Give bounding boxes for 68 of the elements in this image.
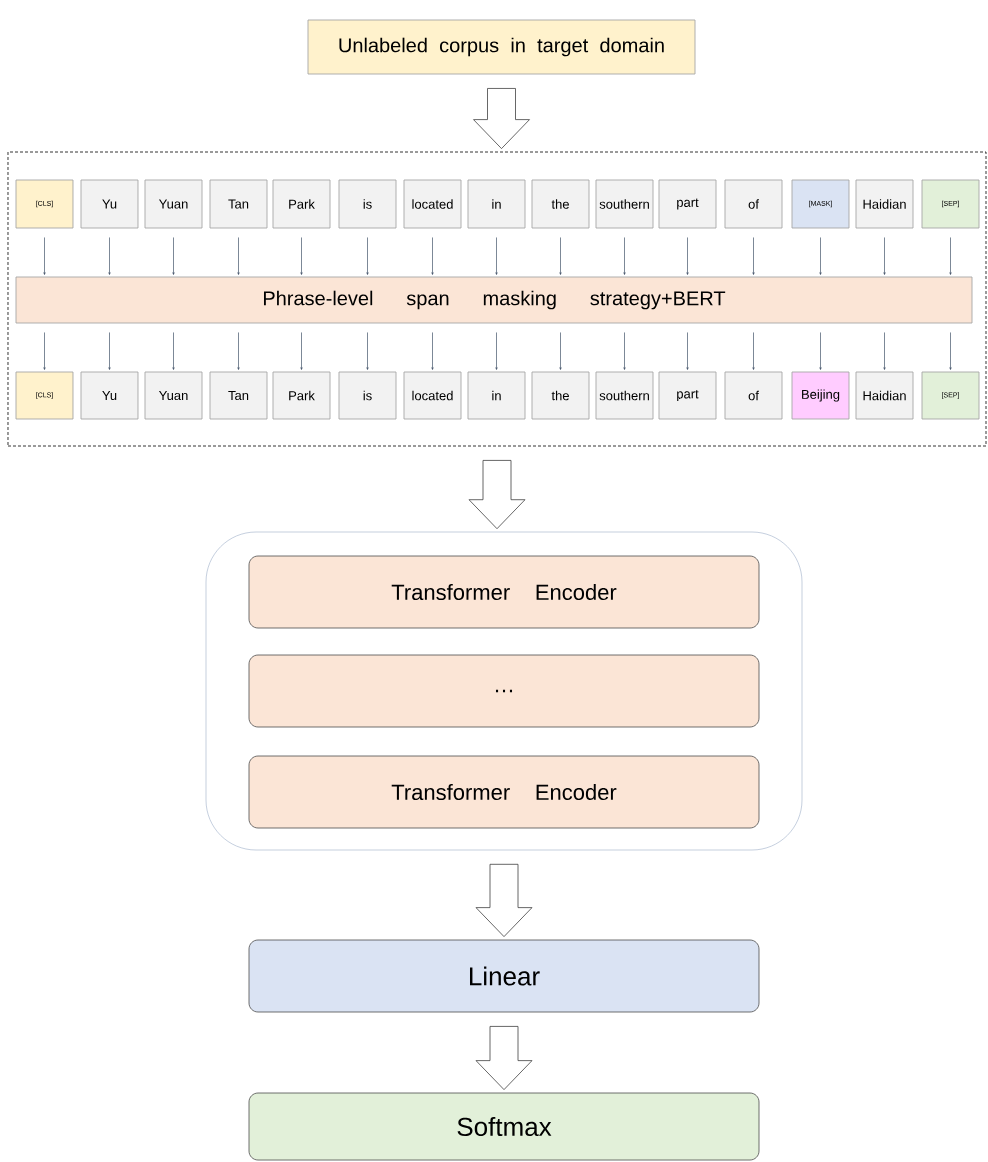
token-box: in [467,371,526,420]
block-arrow [473,88,530,149]
token-box: of [724,371,783,420]
encoder-box: Transformer Encoder [248,755,760,829]
layer-box: Softmax [248,1092,760,1161]
arrow [819,332,822,370]
arrow [883,237,886,275]
arrow [623,332,626,370]
dashed-frame [7,151,987,447]
encoder-stack-frame [205,531,803,851]
arrow [883,332,886,370]
layer-box: Linear [248,939,760,1013]
token-box: Yu [80,371,139,420]
arrow [623,237,626,275]
block-arrow [468,460,526,530]
model-bar: Phrase-level span masking strategy+BERT [15,276,973,324]
arrow [819,237,822,275]
arrow [43,332,46,370]
arrow [366,332,369,370]
arrow [431,237,434,275]
token-box: the [531,371,590,420]
token-box: in [467,179,526,229]
arrow [237,332,240,370]
block-arrow [475,1026,533,1090]
arrow [300,332,303,370]
token-box: Yuan [144,179,203,229]
arrow [949,332,952,370]
token-box: Yu [80,179,139,229]
token-box: southern [595,179,654,229]
arrow [686,332,689,370]
arrow [495,237,498,275]
arrow [431,332,434,370]
token-box: Haidian [855,371,914,420]
arrow [686,237,689,275]
arrow [752,237,755,275]
block-arrow [475,863,533,937]
token-box: located [403,179,462,229]
arrow [752,332,755,370]
token-box: part [658,371,717,420]
token-box: located [403,371,462,420]
token-box: is [338,179,397,229]
token-box: southern [595,371,654,420]
arrow [495,332,498,370]
token-box: is [338,371,397,420]
token-box: Beijing [791,371,850,420]
arrow [366,237,369,275]
encoder-box: … [248,654,760,728]
token-box: Yuan [144,371,203,420]
arrow [559,332,562,370]
token-box: Park [272,371,331,420]
arrow [43,237,46,275]
token-box: the [531,179,590,229]
encoder-box: Transformer Encoder [248,555,760,629]
arrow [172,332,175,370]
token-box: of [724,179,783,229]
arrow [300,237,303,275]
arrow [108,332,111,370]
token-box: Tan [209,371,268,420]
token-box: part [658,179,717,229]
arrow [108,237,111,275]
arrow [237,237,240,275]
arrow [949,237,952,275]
token-box: Tan [209,179,268,229]
input-box: Unlabeled corpus in target domain [307,19,696,75]
token-box: Haidian [855,179,914,229]
arrow [559,237,562,275]
token-box: Park [272,179,331,229]
arrow [172,237,175,275]
